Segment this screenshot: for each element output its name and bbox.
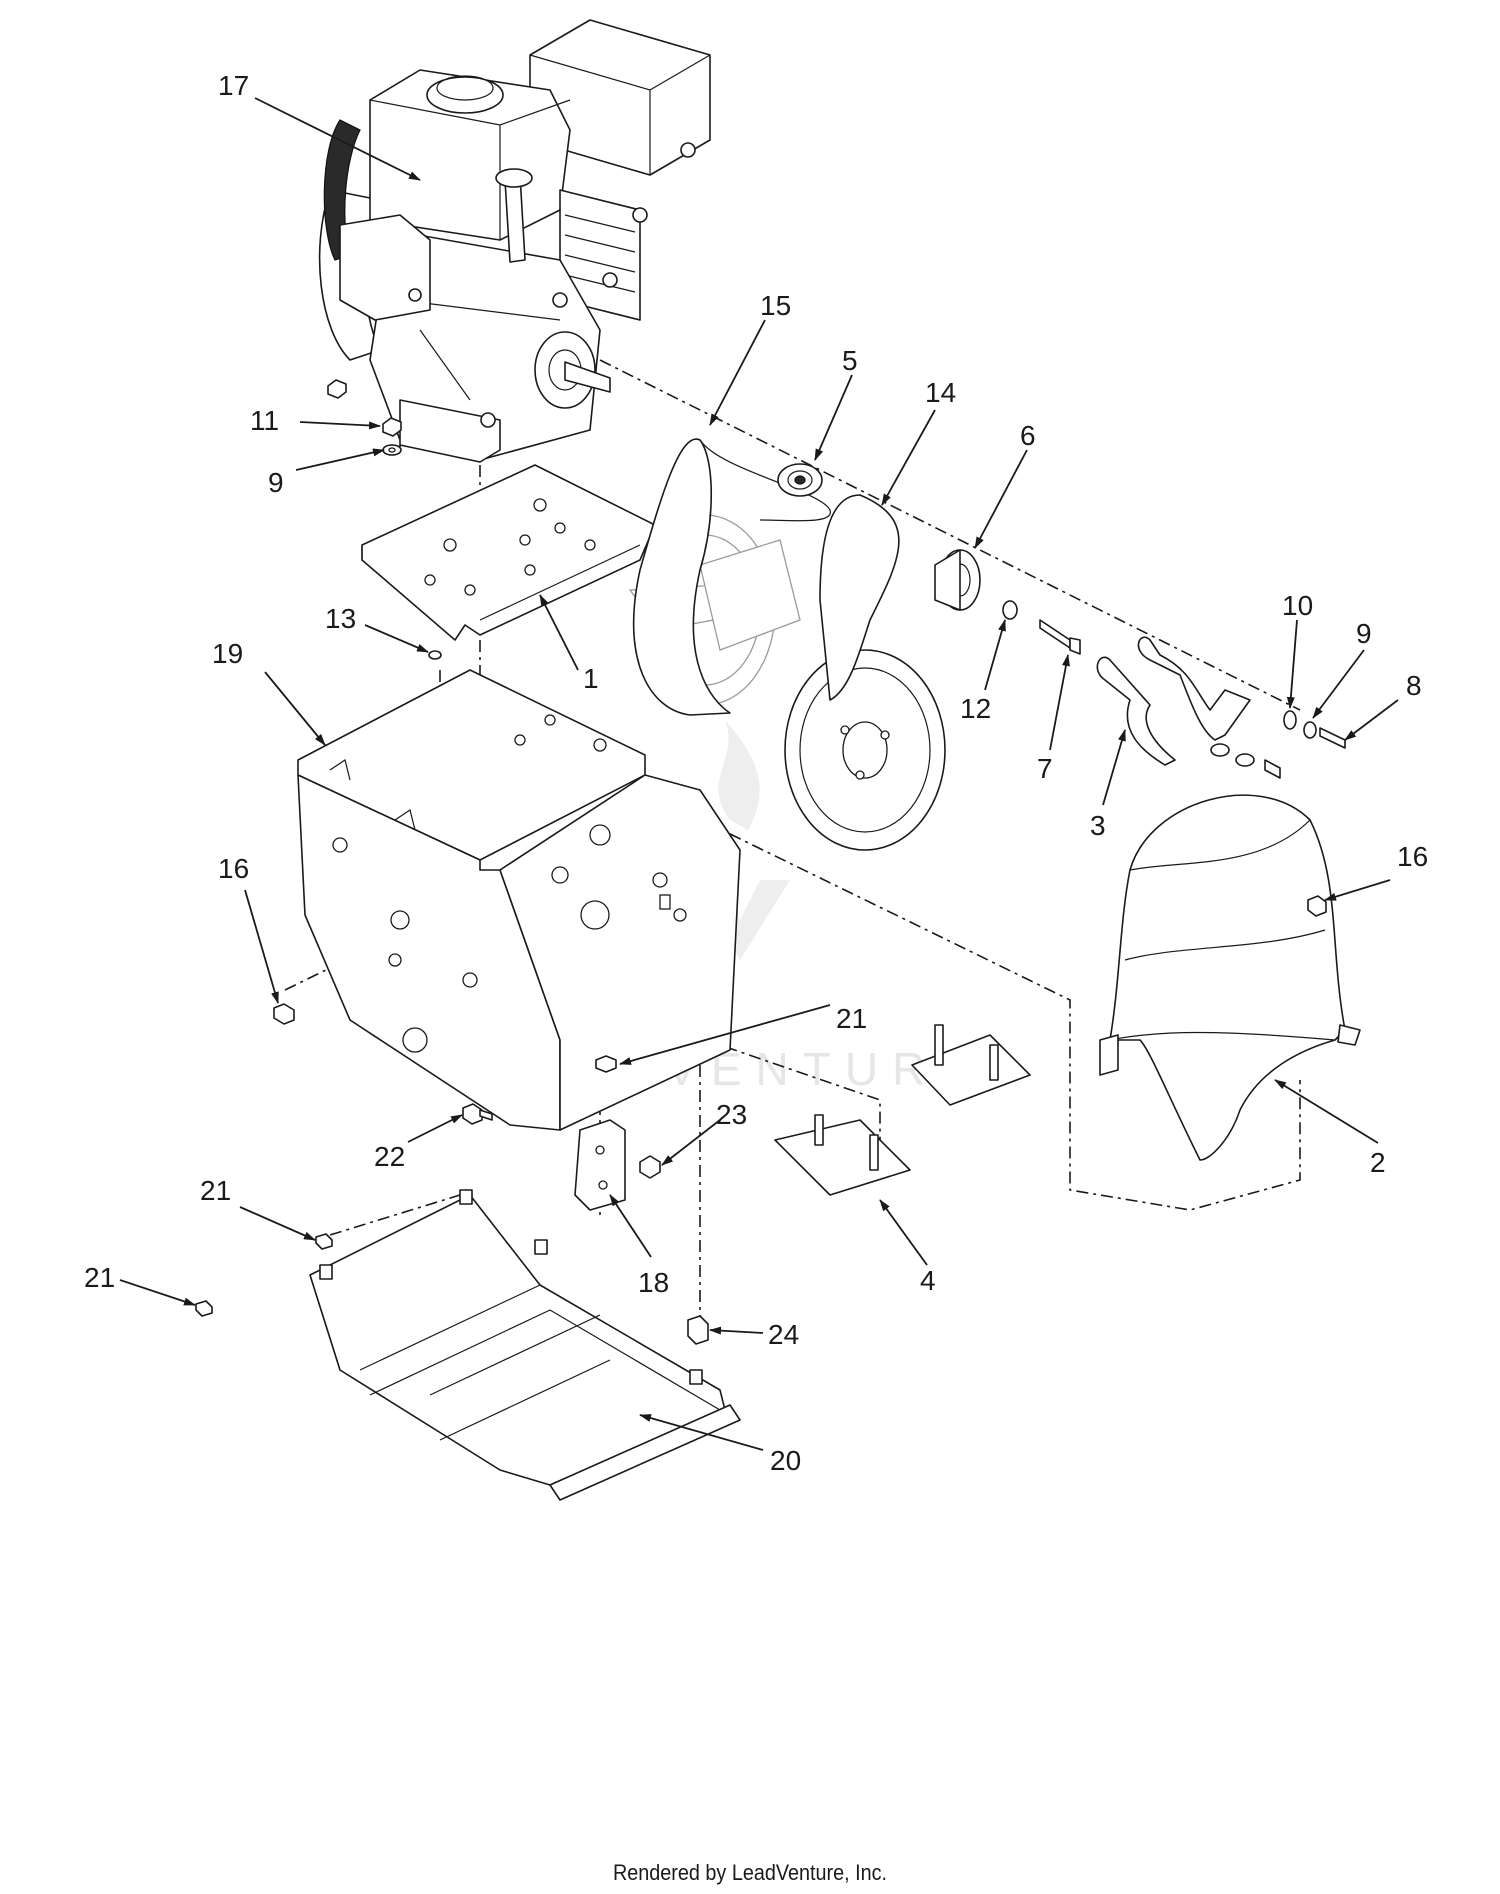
leader-lines [119, 97, 1399, 1451]
pulley-hardware [1002, 600, 1081, 655]
clip-24 [687, 1315, 709, 1345]
callout-7: 7 [1037, 753, 1053, 784]
bolts-16 [273, 895, 1327, 1025]
callout-17: 17 [218, 70, 249, 101]
callout-6: 6 [1020, 420, 1036, 451]
callout-22: 22 [374, 1141, 405, 1172]
belt-15 [632, 438, 831, 716]
guide-hardware [1210, 710, 1346, 779]
callout-10: 10 [1282, 590, 1313, 621]
engine-mount-hardware [327, 379, 402, 456]
callout-labels: 17 15 5 14 6 11 9 13 1 19 12 7 10 9 8 3 … [84, 70, 1428, 1476]
callout-3: 3 [1090, 810, 1106, 841]
screws-21 [195, 1055, 617, 1317]
callout-16-right: 16 [1397, 841, 1428, 872]
callout-21-left: 21 [84, 1262, 115, 1293]
callout-2: 2 [1370, 1147, 1386, 1178]
callout-13: 13 [325, 603, 356, 634]
callout-12: 12 [960, 693, 991, 724]
callout-15: 15 [760, 290, 791, 321]
callout-19: 19 [212, 638, 243, 669]
callout-9-guide: 9 [1356, 618, 1372, 649]
callout-8: 8 [1406, 670, 1422, 701]
idler-pulley-5 [777, 463, 823, 497]
callout-23: 23 [716, 1099, 747, 1130]
footer-credit: Rendered by LeadVenture, Inc. [612, 1860, 888, 1885]
callout-16-left: 16 [218, 853, 249, 884]
callout-9-engine: 9 [268, 467, 284, 498]
bracket-18 [574, 1119, 661, 1211]
engine-mount-plate [361, 464, 656, 641]
bolt-22 [462, 1103, 493, 1125]
callout-14: 14 [925, 377, 956, 408]
engine-assembly [318, 19, 711, 463]
mount-plate-4 [774, 1024, 1031, 1196]
engine-pulley-6 [934, 549, 981, 611]
callout-18: 18 [638, 1267, 669, 1298]
belt-cover-2 [1099, 794, 1361, 1161]
callout-5: 5 [842, 345, 858, 376]
callout-11: 11 [250, 405, 279, 436]
callout-24: 24 [768, 1319, 799, 1350]
callout-20: 20 [770, 1445, 801, 1476]
drive-pulley-14 [784, 494, 946, 851]
callout-21-pan: 21 [200, 1175, 231, 1206]
callout-4: 4 [920, 1265, 936, 1296]
callout-21-frame: 21 [836, 1003, 867, 1034]
belt-guide-3 [1096, 636, 1251, 766]
frame-housing [297, 669, 741, 1131]
callout-1: 1 [583, 663, 599, 694]
bottom-pan-20 [309, 1189, 741, 1501]
screw-13 [428, 650, 442, 660]
